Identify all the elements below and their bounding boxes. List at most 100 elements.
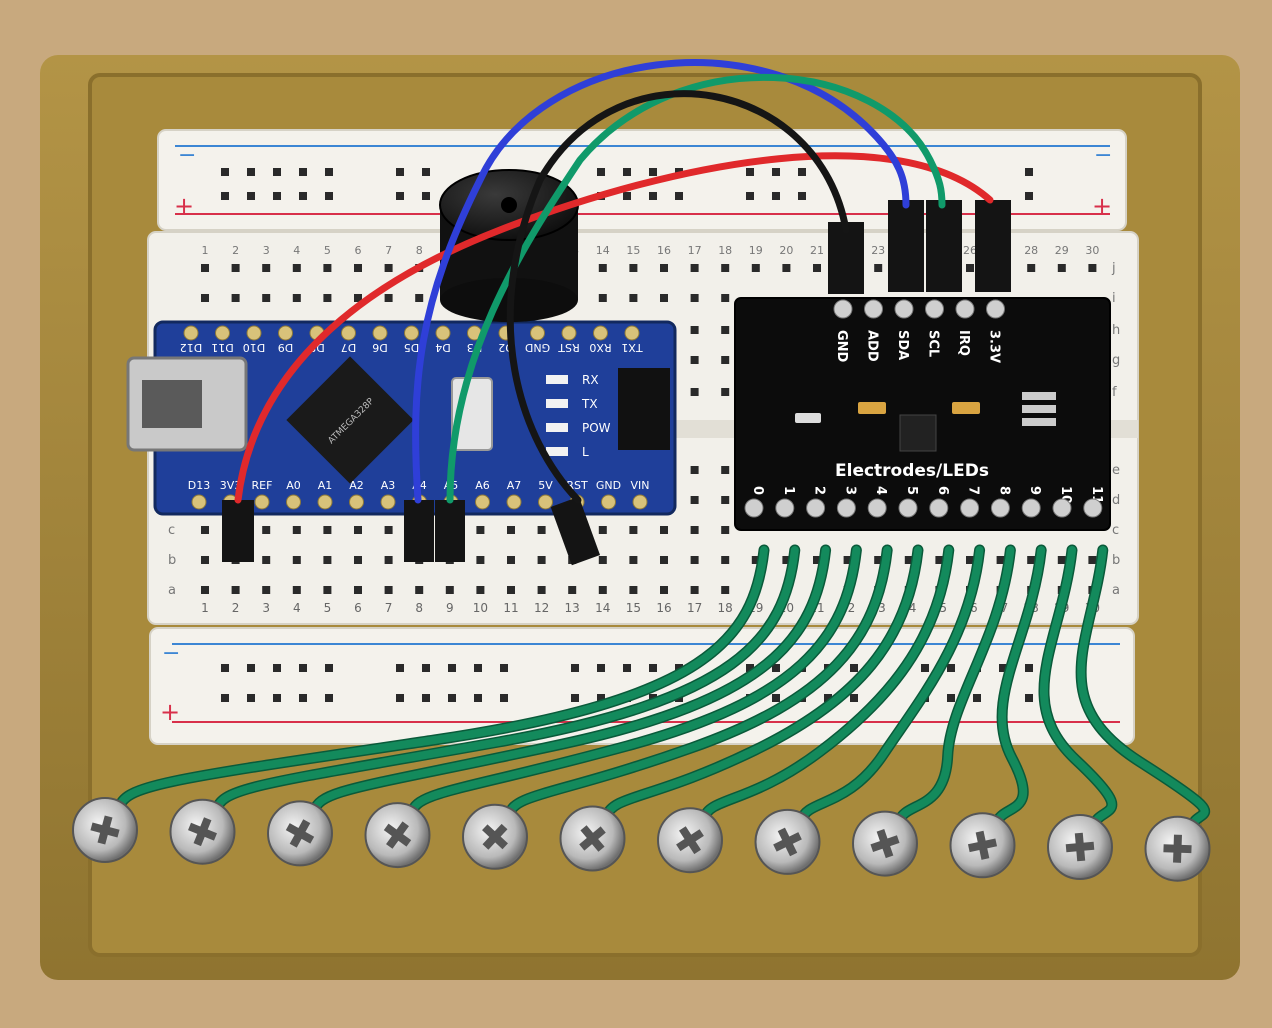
electrode-screw [657,807,723,874]
electrode-screw [364,802,431,869]
electrode-screw [949,812,1016,879]
breadboard-hole [746,664,754,672]
mpr121-pin [833,299,853,319]
breadboard-hole [623,168,631,176]
breadboard-hole [1057,264,1066,272]
breadboard-hole [1057,556,1066,564]
breadboard-hole [415,294,424,302]
row-number-label: 4 [293,244,300,257]
nano-pin [632,494,648,510]
icsp-header [618,368,670,450]
breadboard-hole [721,556,730,564]
breadboard-hole [422,192,430,200]
breadboard-hole [772,192,780,200]
breadboard-hole [721,388,730,396]
mpr121-pin-label: ADD [865,330,880,362]
breadboard-hole [623,664,631,672]
breadboard-hole [221,664,229,672]
breadboard-hole [325,694,333,702]
breadboard-hole [1025,664,1033,672]
breadboard-hole [262,264,271,272]
breadboard-hole [597,664,605,672]
breadboard-hole [221,694,229,702]
mpr121-pcb [734,297,1111,531]
rail-minus-label: − [1094,143,1112,168]
breadboard-hole [201,586,209,594]
breadboard-hole [323,526,332,534]
breadboard-hole [921,664,929,672]
breadboard-hole [649,168,657,176]
nano-pin-label: D13 [188,479,210,492]
breadboard-hole [690,388,699,396]
electrode-wire [505,546,892,819]
nano-led [546,447,568,456]
electrode-pin [775,498,795,518]
electrode-pin-label: 2 [812,486,827,495]
breadboard-hole [476,526,485,534]
breadboard-hole [354,294,362,302]
nano-pin [286,494,301,510]
breadboard-hole [690,264,699,272]
breadboard-hole [500,664,508,672]
electrode-wire [797,546,984,824]
breadboard-hole [947,664,955,672]
row-letter-label: d [1112,493,1120,508]
nano-led-label: POW [582,421,611,435]
electrode-screw [267,800,333,867]
electrode-pin-label: 3 [842,486,857,495]
row-number-label: 8 [416,244,423,257]
breadboard-hole [598,294,607,302]
breadboard-hole [325,168,333,176]
rail-minus-label: − [162,641,180,666]
row-number-label: 1 [202,244,209,257]
electrode-screw [462,803,528,870]
row-number-label: 28 [1024,244,1038,257]
nano-pin-label: 5V [538,479,553,492]
breadboard-hole [721,496,730,504]
dupont-connectors [222,200,1011,566]
breadboard-hole [721,294,730,302]
nano-pin [278,325,293,341]
row-letter-label: b [168,553,176,568]
wire-blue [412,59,910,504]
nano-pin-label: A1 [318,479,333,492]
electrode-screw [559,805,626,872]
nano-led-label: L [582,445,589,459]
breadboard-hole [690,526,699,534]
breadboard-hole [323,586,332,594]
breadboard-hole [629,294,638,302]
breadboard-hole [422,664,430,672]
smd-component [795,413,821,423]
breadboard-hole [292,294,301,302]
row-number-label: 6 [355,244,362,257]
breadboard-hole [721,586,730,594]
electrode-wire [700,546,953,823]
breadboard-hole [384,586,393,594]
electrode-pin-label: 6 [935,486,950,495]
breadboard-hole [746,192,754,200]
breadboard-hole [690,294,699,302]
breadboard-hole [273,664,281,672]
mpr121-pin-label: SDA [895,330,910,360]
breadboard-hole [299,168,307,176]
nano-pin-label: D10 [243,341,265,354]
nano-pin-label: 3V3 [220,479,242,492]
row-letter-label: i [1112,291,1116,306]
breadboard-hole [325,192,333,200]
row-letter-label: c [1112,523,1119,538]
breadboard-hole [772,694,780,702]
breadboard-hole [798,168,806,176]
electrode-wire [310,546,830,816]
breadboard-hole [690,496,699,504]
breadboard-hole [384,526,393,534]
breadboard-hole [507,586,515,594]
nano-pin [349,494,364,510]
mpr121-pin [925,299,944,319]
nano-pin [215,325,230,341]
row-number-label: 18 [718,601,733,615]
breadboard-hole [660,264,668,272]
electrode-screw [754,808,821,875]
nano-pin [372,325,388,341]
